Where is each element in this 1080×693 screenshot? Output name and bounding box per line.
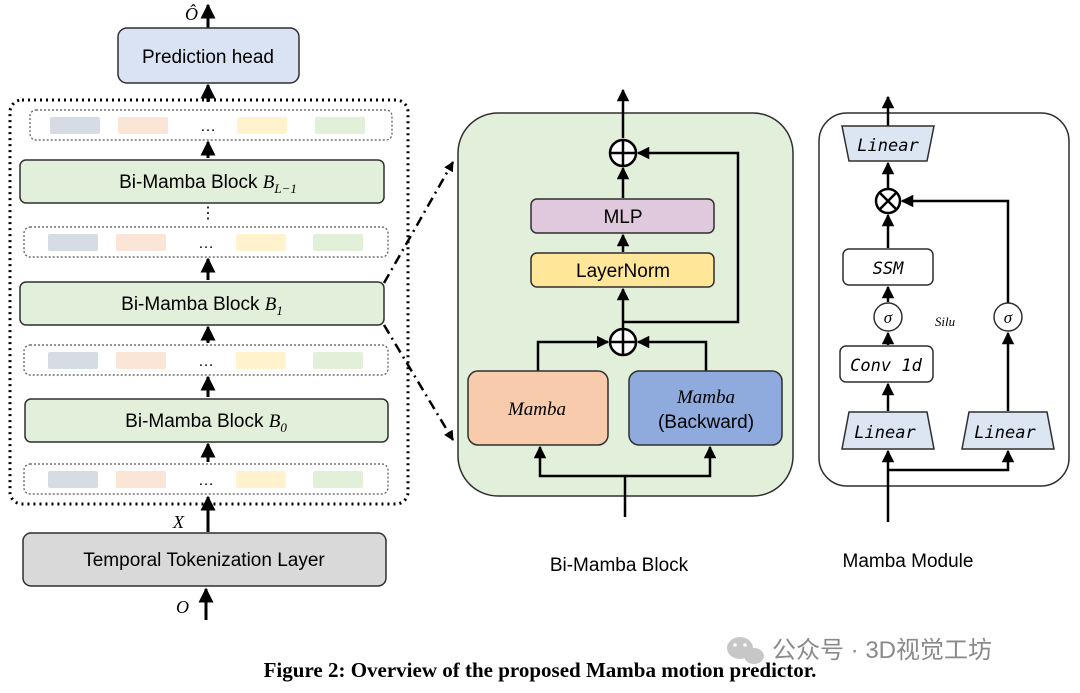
- conv1d-box: [839, 345, 934, 383]
- linear-right-label: Linear: [974, 423, 1036, 443]
- token-row-3: …: [23, 344, 389, 376]
- bi-mamba-block-l-minus-1: [19, 159, 385, 204]
- token-ellipsis: …: [198, 353, 214, 370]
- linear-top-box: [841, 125, 935, 162]
- sigma-right-label: σ: [1004, 308, 1013, 327]
- ssm-box: [842, 248, 934, 286]
- silu-label: Silu: [935, 314, 956, 329]
- bi-mamba-block-1: [19, 281, 385, 326]
- bi-mamba-block-0: [24, 398, 389, 443]
- multiply-icon: [874, 187, 902, 215]
- sigma-left: [873, 302, 903, 332]
- backward-label: (Backward): [658, 412, 754, 433]
- mlp-box: [530, 198, 715, 234]
- mamba-to-add: [536, 335, 610, 371]
- figure-caption: Figure 2: Overview of the proposed Mamba…: [264, 658, 817, 682]
- token-row-top: …: [29, 109, 393, 141]
- vertical-ellipsis: ⋮: [200, 205, 216, 222]
- sigma-right: [993, 302, 1023, 332]
- output-symbol: Ô: [185, 3, 198, 24]
- token-ellipsis: …: [198, 235, 214, 252]
- tokenization-label: Temporal Tokenization Layer: [83, 550, 325, 571]
- mamba-module-caption: Mamba Module: [843, 551, 974, 572]
- sigma-left-label: σ: [884, 308, 893, 327]
- mamba-box: [467, 370, 609, 446]
- zoom-line-top: [382, 161, 455, 284]
- token-ellipsis: …: [200, 118, 216, 135]
- prediction-head-box: [117, 27, 300, 84]
- input-to-mamba-backward: [625, 445, 717, 478]
- ssm-label: SSM: [873, 259, 904, 279]
- mamba-label: Mamba: [507, 399, 566, 420]
- mamba-backward-to-add: [636, 335, 708, 371]
- block-l-minus-1-label: Bi-Mamba Block BL−1: [119, 172, 297, 196]
- conv1d-label: Conv 1d: [850, 356, 922, 376]
- temporal-tokenization-layer: [22, 532, 387, 587]
- token-row-bottom: …: [23, 463, 389, 495]
- x-label: X: [172, 512, 185, 532]
- block-1-label: Bi-Mamba Block B1: [121, 294, 283, 318]
- layernorm-box: [530, 252, 715, 288]
- zoom-line-bottom: [382, 324, 455, 441]
- add-icon-top: [608, 138, 638, 168]
- wechat-icon: [727, 637, 764, 664]
- layernorm-label: LayerNorm: [576, 261, 670, 282]
- linear-top-label: Linear: [857, 136, 919, 156]
- bi-mamba-caption: Bi-Mamba Block: [550, 555, 689, 576]
- gate-to-multiply: [900, 194, 1010, 303]
- token-ellipsis: …: [198, 472, 214, 489]
- mamba-backward-box: [628, 370, 783, 446]
- linear-left-box: [841, 411, 935, 450]
- block-0-label: Bi-Mamba Block B0: [125, 411, 287, 435]
- watermark-text: 公众号 · 3D视觉工坊: [772, 637, 992, 664]
- token-row-2: …: [23, 226, 389, 258]
- add-icon-middle: [608, 327, 638, 357]
- linear-left-label: Linear: [854, 423, 916, 443]
- mlp-label: MLP: [603, 207, 642, 228]
- input-to-gate: [888, 449, 1015, 472]
- mamba-backward-label: Mamba: [676, 387, 735, 408]
- residual-connection: [623, 146, 740, 324]
- linear-right-box: [961, 411, 1055, 450]
- input-symbol: O: [176, 597, 189, 617]
- prediction-head-label: Prediction head: [142, 47, 274, 68]
- input-to-mamba: [533, 445, 627, 517]
